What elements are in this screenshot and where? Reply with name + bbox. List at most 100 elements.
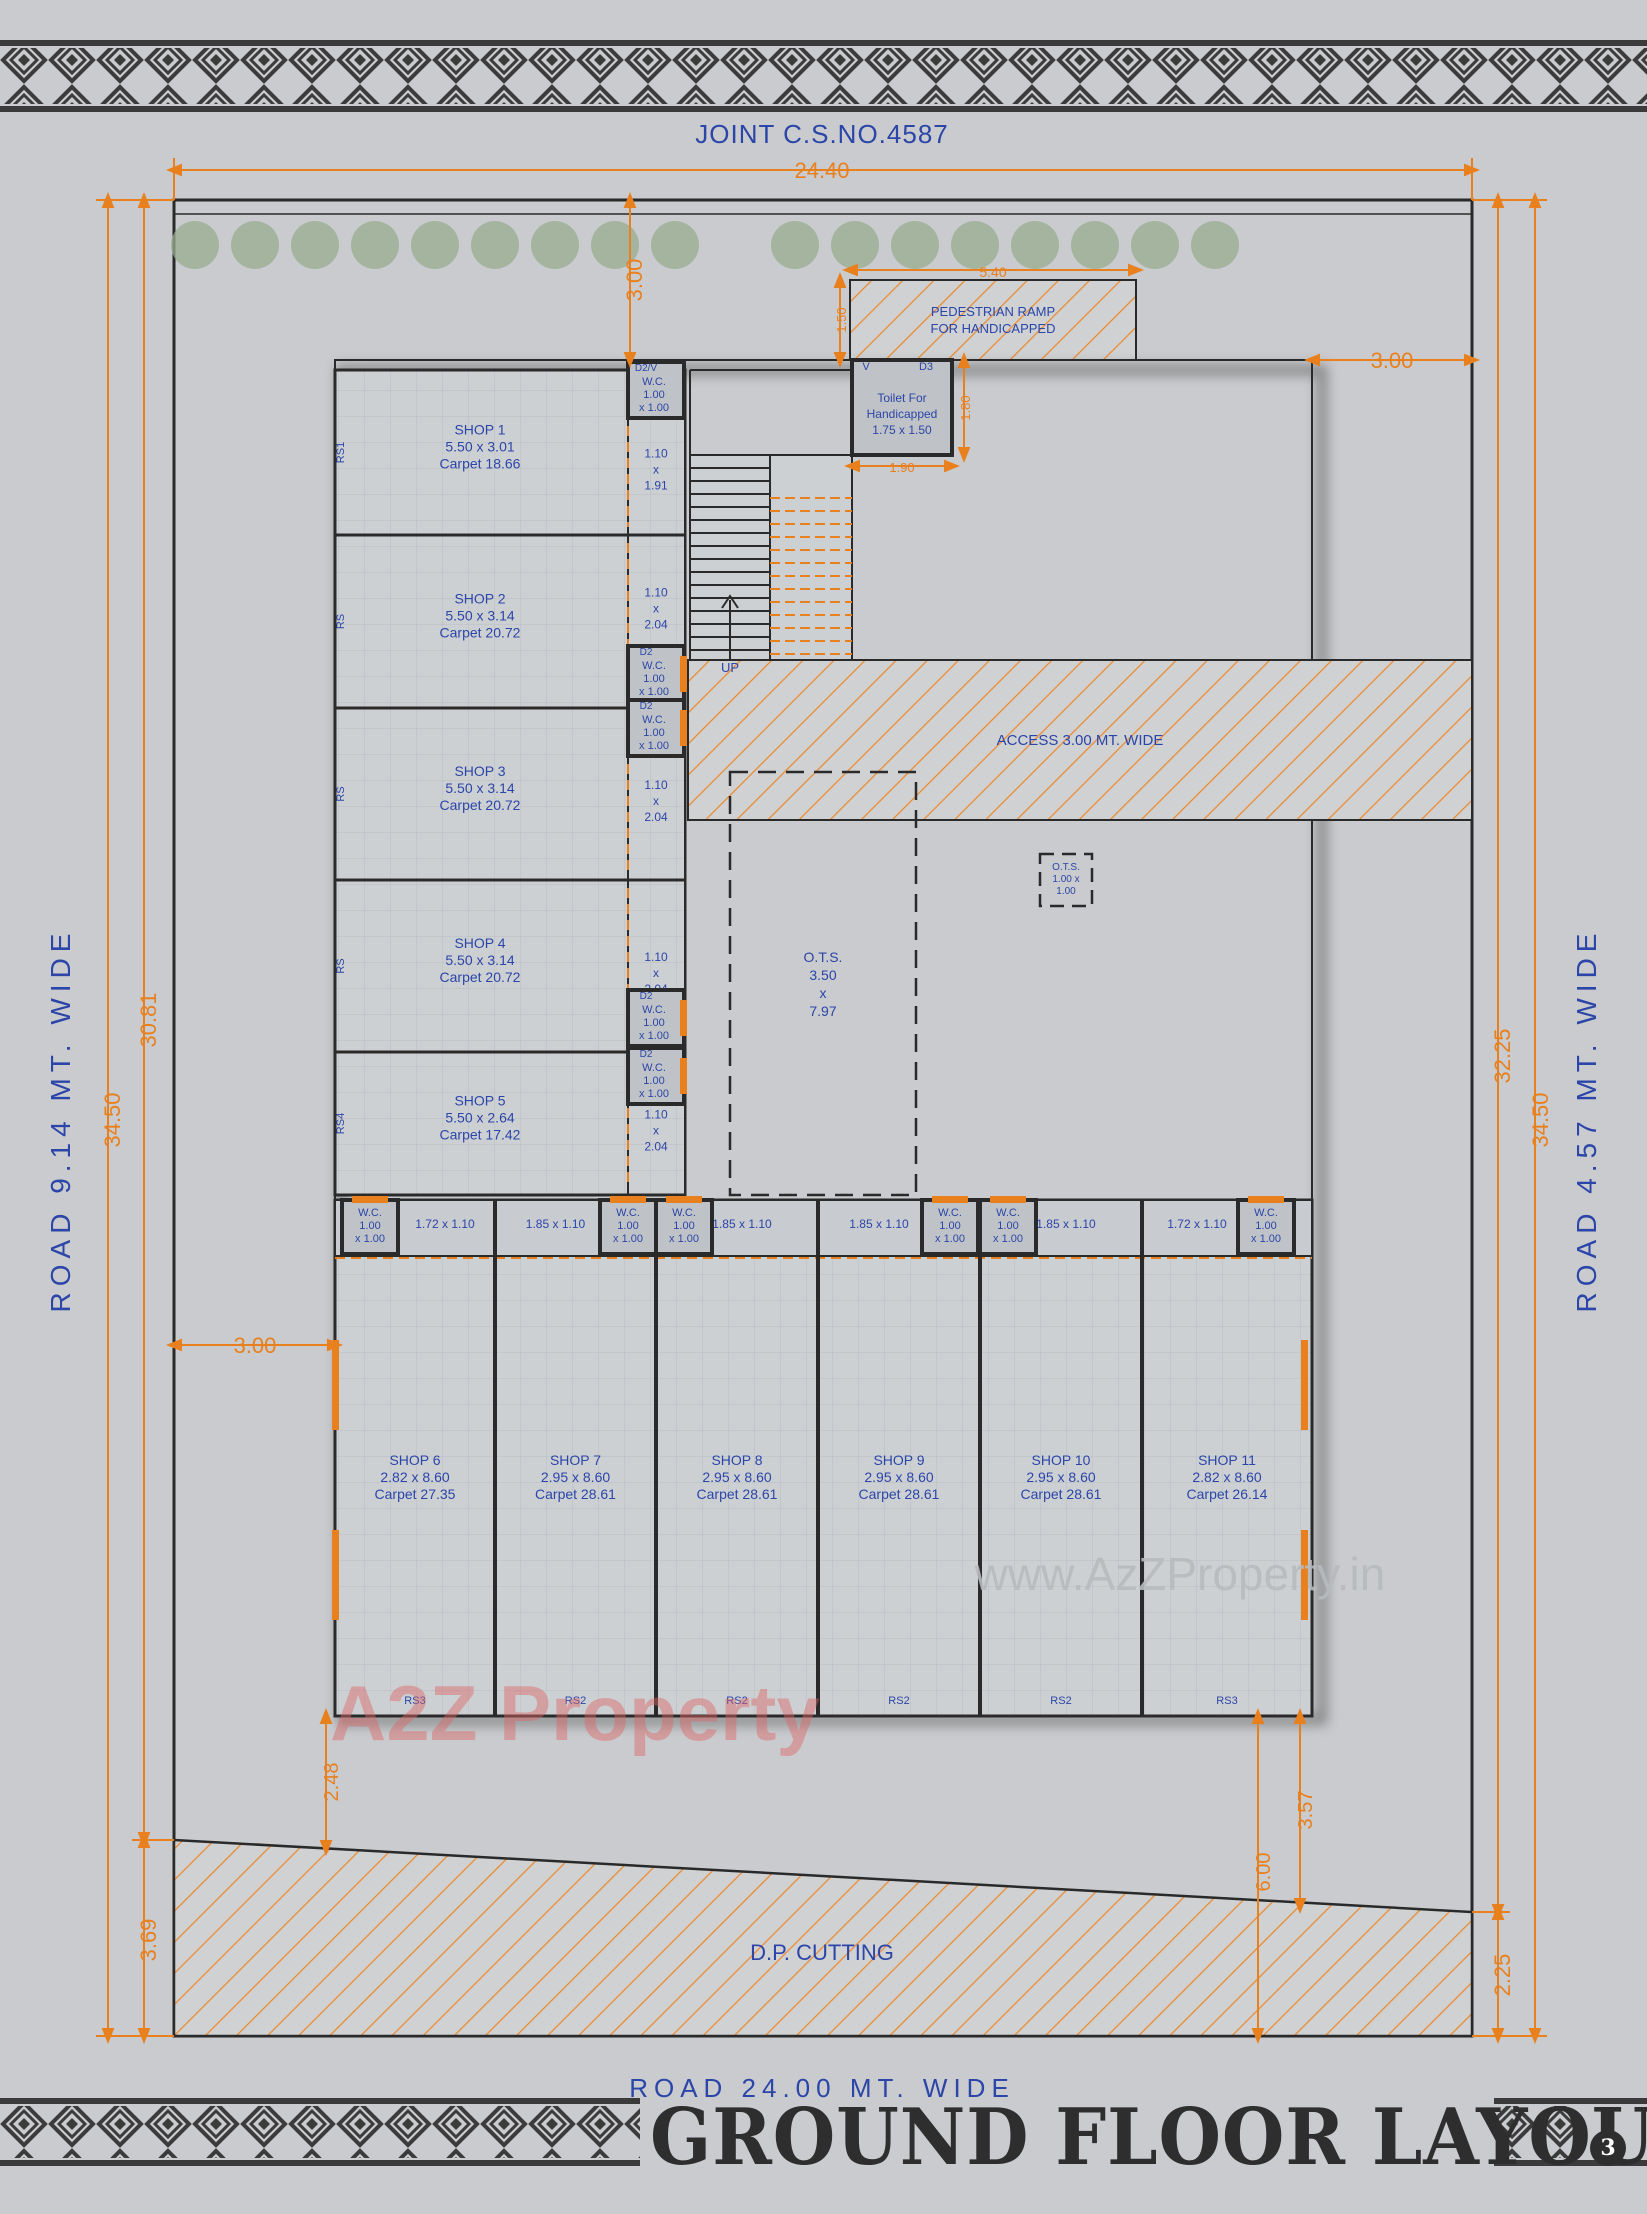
passage-dim: 1.10 bbox=[644, 1108, 668, 1122]
passage-dim: 1.72 x 1.10 bbox=[415, 1217, 475, 1231]
rolling-shutter-label: RS1 bbox=[335, 442, 347, 463]
shop-name: SHOP 3 bbox=[454, 763, 505, 779]
dim-ramp-width: 5.40 bbox=[979, 264, 1006, 280]
shop-name: SHOP 10 bbox=[1032, 1452, 1091, 1468]
shop-size: 2.95 x 8.60 bbox=[1026, 1469, 1095, 1485]
shop-name: SHOP 9 bbox=[873, 1452, 924, 1468]
wc-label: W.C. bbox=[642, 1004, 666, 1016]
svg-text:A2Z Property: A2Z Property bbox=[330, 1669, 820, 1757]
dim-toilet-h: 1.80 bbox=[958, 395, 973, 420]
toilet-door: D3 bbox=[919, 361, 933, 373]
window bbox=[332, 1340, 339, 1430]
wc-size: 1.00 bbox=[643, 1075, 664, 1087]
wc-label: W.C. bbox=[672, 1207, 696, 1219]
dim-left-margin: 3.00 bbox=[234, 1333, 277, 1358]
top-border-band bbox=[0, 40, 1647, 112]
wc-size: x 1.00 bbox=[613, 1233, 643, 1245]
bottom-border-band bbox=[0, 2098, 1647, 2166]
tree-icon bbox=[351, 221, 399, 269]
ots-small-name: O.T.S. bbox=[1052, 862, 1080, 873]
bottom-shop-block bbox=[333, 1198, 1314, 1718]
rolling-shutter-label: RS bbox=[335, 958, 347, 973]
dim-left-outer: 34.50 bbox=[100, 1092, 125, 1147]
handicapped-toilet: Toilet For Handicapped 1.75 x 1.50 D3 V bbox=[850, 358, 954, 457]
tree-icon bbox=[891, 221, 939, 269]
wc-unit: W.C.1.00x 1.00 D2 bbox=[626, 698, 687, 758]
wc-unit: W.C.1.00x 1.00 bbox=[1236, 1196, 1296, 1256]
shop-carpet: Carpet 28.61 bbox=[535, 1486, 616, 1502]
watermark: www.AzZProperty.in bbox=[974, 1548, 1386, 1600]
rolling-shutter-label: RS2 bbox=[1050, 1695, 1071, 1707]
passage-dim: x bbox=[653, 794, 659, 808]
shop-name: SHOP 4 bbox=[454, 935, 505, 951]
shop-name: SHOP 2 bbox=[454, 591, 505, 607]
wc-size: x 1.00 bbox=[639, 740, 669, 752]
passage-dim: 2.04 bbox=[644, 1140, 668, 1154]
wc-size: 1.00 bbox=[673, 1220, 694, 1232]
tree-icon bbox=[231, 221, 279, 269]
shop-size: 5.50 x 2.64 bbox=[445, 1110, 514, 1126]
wc-size: 1.00 bbox=[643, 727, 664, 739]
pedestrian-ramp: PEDESTRIAN RAMP FOR HANDICAPPED bbox=[849, 279, 1137, 361]
passage-dim: 1.85 x 1.10 bbox=[712, 1217, 772, 1231]
dim-toilet-w: 1.90 bbox=[889, 460, 914, 475]
toilet-label-2: Handicapped bbox=[867, 407, 938, 421]
tree-icon bbox=[291, 221, 339, 269]
wc-size: 1.00 bbox=[359, 1220, 380, 1232]
wc-unit: W.C.1.00x 1.00 bbox=[654, 1196, 714, 1256]
wc-size: x 1.00 bbox=[639, 686, 669, 698]
dim-left-bottom: 3.69 bbox=[136, 1919, 161, 1962]
wc-door: D2 bbox=[640, 701, 653, 712]
rolling-shutter-label: RS3 bbox=[404, 1695, 425, 1707]
dim-left-inner: 30.81 bbox=[136, 992, 161, 1047]
ots-large-name: O.T.S. bbox=[804, 949, 843, 965]
road-bottom-label: ROAD 24.00 MT. WIDE bbox=[629, 2073, 1015, 2103]
shop-carpet: Carpet 27.35 bbox=[375, 1486, 456, 1502]
page-title: GROUND FLOOR LAYOUT bbox=[650, 2092, 1647, 2183]
tree-icon bbox=[1131, 221, 1179, 269]
passage-dim: 1.85 x 1.10 bbox=[1036, 1217, 1096, 1231]
passage-dim: 1.10 bbox=[644, 778, 668, 792]
ots-large-x: x bbox=[820, 985, 827, 1001]
wc-label: W.C. bbox=[1254, 1207, 1278, 1219]
wc-size: x 1.00 bbox=[355, 1233, 385, 1245]
wc-size: 1.00 bbox=[643, 1017, 664, 1029]
wc-label: W.C. bbox=[642, 714, 666, 726]
tree-icon bbox=[411, 221, 459, 269]
shop-name: SHOP 5 bbox=[454, 1093, 505, 1109]
road-left-label: ROAD 9.14 MT. WIDE bbox=[45, 928, 76, 1313]
dp-cutting-label: D.P. CUTTING bbox=[750, 1940, 894, 1965]
toilet-vent: V bbox=[862, 361, 870, 373]
tree-icon bbox=[771, 221, 819, 269]
shop-size: 5.50 x 3.01 bbox=[445, 439, 514, 455]
wc-size: 1.00 bbox=[997, 1220, 1018, 1232]
wc-label: W.C. bbox=[642, 376, 666, 388]
wc-size: x 1.00 bbox=[669, 1233, 699, 1245]
tree-icon bbox=[531, 221, 579, 269]
shop-size: 2.95 x 8.60 bbox=[702, 1469, 771, 1485]
wc-unit: W.C.1.00x 1.00 bbox=[598, 1196, 658, 1256]
passage-dim: 1.10 bbox=[644, 586, 668, 600]
dim-right-outer: 34.50 bbox=[1528, 1092, 1553, 1147]
ramp-label-2: FOR HANDICAPPED bbox=[931, 321, 1056, 336]
wc-size: x 1.00 bbox=[639, 402, 669, 414]
shop-carpet: Carpet 28.61 bbox=[697, 1486, 778, 1502]
tree-row bbox=[171, 221, 1239, 269]
staircase: UP bbox=[689, 369, 853, 675]
shop-name: SHOP 11 bbox=[1198, 1452, 1256, 1468]
passage-dim: 1.10 bbox=[644, 950, 668, 964]
ots-large: O.T.S. 3.50 x 7.97 bbox=[728, 770, 918, 1197]
wc-size: x 1.00 bbox=[993, 1233, 1023, 1245]
passage-dim: 1.91 bbox=[644, 479, 668, 493]
passage-dim: x bbox=[653, 966, 659, 980]
ots-small-h: 1.00 bbox=[1056, 886, 1076, 897]
dim-right-margin: 3.00 bbox=[1371, 348, 1414, 373]
